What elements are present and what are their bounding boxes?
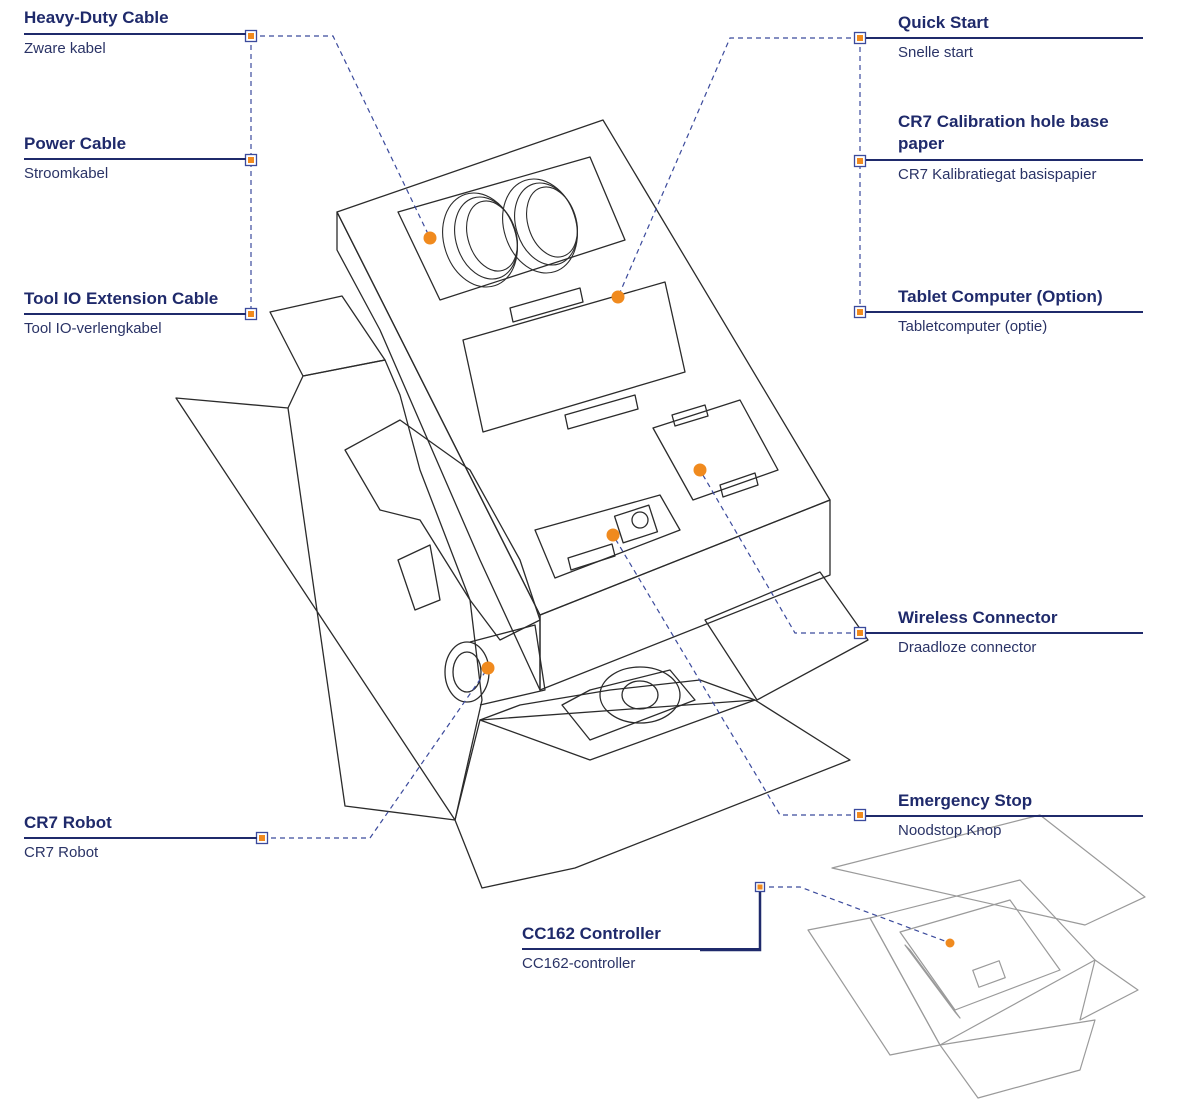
callout-translation: Tabletcomputer (optie) (898, 318, 1048, 335)
callout-calibration-paper: CR7 Calibration hole base paper CR7 Kali… (866, 111, 1143, 185)
callout-rule (24, 313, 246, 315)
controller-box-body (869, 879, 1096, 1046)
callout-rule (24, 837, 257, 839)
callout-rule (24, 33, 246, 35)
robot-base-recess (561, 669, 696, 741)
callout-rule (866, 159, 1143, 161)
callout-title: Heavy-Duty Cable (24, 8, 169, 27)
callout-rule (522, 948, 760, 950)
callout-translation: Draadloze connector (898, 639, 1037, 656)
foam-insert-left-side (336, 211, 541, 691)
main-box-drawing (175, 119, 869, 889)
controller-unit (899, 899, 1061, 1011)
callout-rule (866, 632, 1143, 634)
leader-quick-start (617, 37, 860, 298)
callout-tool-io-extension-cable: Tool IO Extension Cable Tool IO-verlengk… (24, 288, 246, 339)
controller-box-drawing (807, 814, 1146, 1099)
robot-base-tray (479, 679, 756, 761)
marker-emergency-stop (606, 528, 620, 542)
callout-cc162-controller: CC162 Controller CC162-controller (522, 923, 760, 974)
connector-slot (534, 494, 681, 579)
callout-tablet-computer: Tablet Computer (Option) Tabletcomputer … (866, 286, 1143, 337)
callout-title: Emergency Stop (898, 791, 1033, 810)
marker-cr7-robot (481, 661, 495, 675)
cc162-solid-leader (700, 892, 762, 952)
callout-title: Power Cable (24, 134, 127, 153)
callout-title: CR7 Robot (24, 813, 112, 832)
callout-translation: Tool IO-verlengkabel (24, 320, 162, 337)
callout-title: CR7 Calibration hole base paper (898, 112, 1109, 153)
marker-wireless-connector (693, 463, 707, 477)
callout-title: Wireless Connector (898, 608, 1058, 627)
leader-wireless-connector (699, 469, 860, 634)
box-left-flap (175, 397, 456, 821)
marker-cc162-controller (945, 938, 955, 948)
robot-base-joint (599, 666, 681, 724)
callout-rule (866, 815, 1143, 817)
box-front-flap (454, 699, 851, 889)
marker-dots (423, 231, 955, 948)
callout-heavy-duty-cable: Heavy-Duty Cable Zware kabel (24, 7, 246, 59)
foam-insert-front-side (539, 499, 831, 691)
callout-translation: CR7 Kalibratiegat basispapier (898, 166, 1097, 183)
callout-title: Tablet Computer (Option) (898, 287, 1103, 306)
callout-rule (24, 158, 246, 160)
box-right-flap (704, 571, 869, 701)
tablet-slot (652, 399, 779, 501)
callout-wireless-connector: Wireless Connector Draadloze connector (866, 607, 1143, 658)
callout-translation: Snelle start (898, 44, 974, 61)
box-rear-wall (287, 359, 483, 821)
cable-compartment (397, 156, 626, 301)
callout-translation: Noodstop Knop (898, 822, 1002, 839)
callout-title: Tool IO Extension Cable (24, 289, 219, 308)
leader-heavy-duty-cable (251, 35, 431, 239)
callout-translation: CC162-controller (522, 955, 636, 972)
callout-title: Quick Start (898, 13, 989, 32)
callout-translation: CR7 Robot (24, 844, 99, 861)
callout-rule (866, 37, 1143, 39)
robot-flange (444, 641, 490, 703)
callout-cr7-robot: CR7 Robot CR7 Robot (24, 812, 257, 863)
callout-power-cable: Power Cable Stroomkabel (24, 133, 246, 184)
document-slot (462, 281, 686, 433)
controller-box-flaps (831, 814, 1146, 926)
leader-cc162-controller (760, 886, 951, 944)
callout-translation: Zware kabel (24, 40, 106, 57)
leader-lines (250, 35, 951, 944)
callout-emergency-stop: Emergency Stop Noodstop Knop (866, 790, 1143, 841)
callout-title: CC162 Controller (522, 924, 661, 943)
callout-translation: Stroomkabel (24, 165, 109, 182)
leader-emergency-stop (612, 534, 860, 816)
marker-heavy-duty-cable (423, 231, 437, 245)
robot-arm-upper (344, 419, 541, 641)
foam-insert-top (336, 119, 831, 616)
marker-quick-start (611, 290, 625, 304)
callout-rule (866, 311, 1143, 313)
cable-coils (442, 178, 578, 288)
callout-quick-start: Quick Start Snelle start (866, 12, 1143, 63)
leader-cr7-robot (262, 667, 489, 839)
